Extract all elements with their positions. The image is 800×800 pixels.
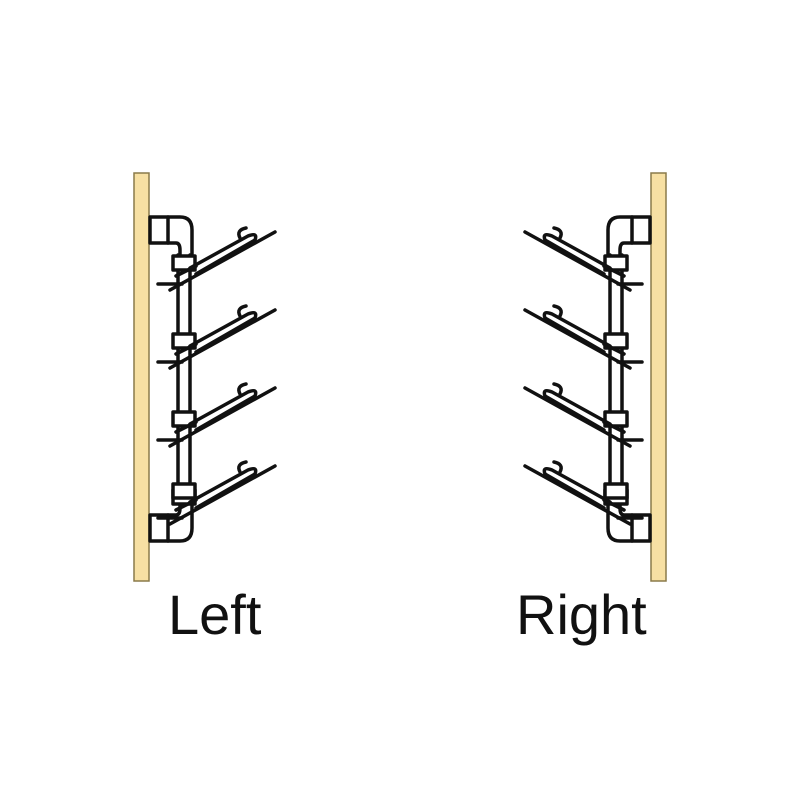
hook-loop — [188, 310, 258, 354]
hook-tip — [552, 304, 563, 318]
hook-arm-3 — [156, 382, 277, 448]
hook-tip — [237, 460, 248, 474]
hook-arm-1 — [523, 226, 644, 292]
hook-tip — [552, 460, 563, 474]
hook-tip — [237, 382, 248, 396]
hook-arm-lower — [523, 308, 632, 370]
hook-loop — [188, 232, 258, 276]
bottom-wall-bracket — [630, 513, 652, 543]
hook-arm-lower — [168, 464, 277, 526]
hook-loop — [542, 232, 612, 276]
wall-board — [133, 172, 150, 582]
hook-arm-lower — [168, 308, 277, 370]
hook-arm-3 — [523, 382, 644, 448]
hook-arm-lower — [168, 386, 277, 448]
hook-loop — [542, 466, 612, 510]
right-label: Right — [516, 583, 647, 646]
hook-brace — [174, 264, 198, 278]
wall-board — [650, 172, 667, 582]
hook-arm-lower — [523, 464, 632, 526]
hook-loop — [188, 388, 258, 432]
hook-arm-lower — [523, 386, 632, 448]
right-rack-assembly — [523, 172, 667, 582]
hook-loop — [542, 310, 612, 354]
bottom-wall-bracket — [148, 513, 170, 543]
hook-brace — [602, 498, 626, 512]
hook-arm-1 — [156, 226, 277, 292]
left-label: Left — [168, 583, 262, 646]
hook-loop — [542, 388, 612, 432]
hook-tip — [237, 226, 248, 240]
top-elbow — [606, 215, 634, 257]
hook-brace — [174, 342, 198, 356]
hook-tip — [552, 226, 563, 240]
hook-brace — [602, 420, 626, 434]
top-wall-bracket — [148, 215, 170, 245]
bottom-collar — [603, 482, 629, 500]
hook-brace — [602, 342, 626, 356]
hook-brace — [174, 420, 198, 434]
left-rack-assembly — [133, 172, 277, 582]
hook-tip — [552, 382, 563, 396]
hook-loop — [188, 466, 258, 510]
hook-arm-lower — [523, 230, 632, 292]
hook-arm-2 — [156, 304, 277, 370]
top-wall-bracket — [630, 215, 652, 245]
top-elbow — [166, 215, 194, 257]
hook-arm-2 — [523, 304, 644, 370]
hook-brace — [174, 498, 198, 512]
bottom-collar — [171, 482, 197, 500]
hook-brace — [602, 264, 626, 278]
hook-tip — [237, 304, 248, 318]
hook-arm-lower — [168, 230, 277, 292]
